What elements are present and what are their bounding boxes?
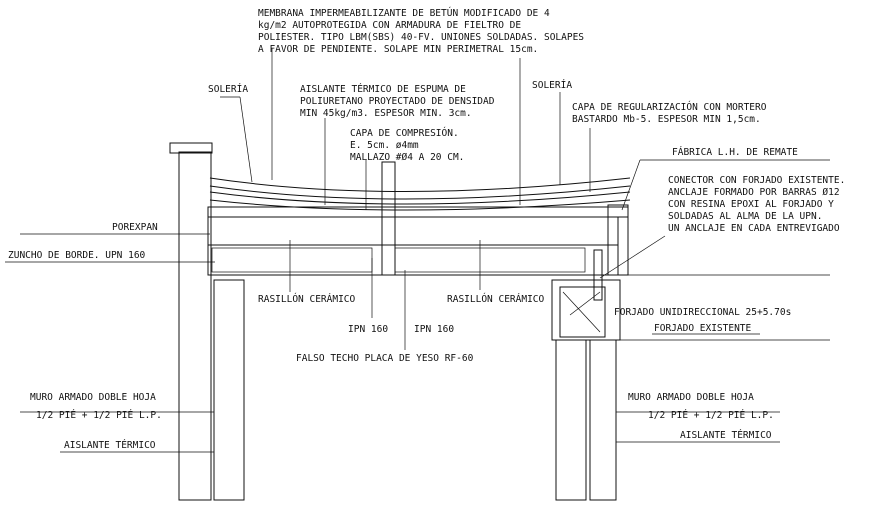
label-conector-5: UN ANCLAJE EN CADA ENTREVIGADO <box>668 223 840 234</box>
label-forjado-uni: FORJADO UNIDIRECCIONAL 25+5.70s <box>614 307 791 318</box>
label-ipn-right: IPN 160 <box>414 324 454 335</box>
label-membrana-2: kg/m2 AUTOPROTEGIDA CON ARMADURA DE FIEL… <box>258 20 521 31</box>
ipn-beam <box>381 161 396 276</box>
wall-leaf-inner <box>213 279 245 501</box>
label-capa-regularizacion-1: CAPA DE REGULARIZACIÓN CON MORTERO <box>572 101 767 113</box>
label-ipn-left: IPN 160 <box>348 324 388 335</box>
left-wall <box>169 142 245 501</box>
label-zuncho: ZUNCHO DE BORDE. UPN 160 <box>8 250 146 261</box>
label-muro-right-2: 1/2 PIÉ + 1/2 PIÉ L.P. <box>648 409 774 421</box>
label-muro-left-2: 1/2 PIÉ + 1/2 PIÉ L.P. <box>36 409 162 421</box>
label-capa-compresion-1: CAPA DE COMPRESIÓN. <box>350 127 459 139</box>
label-capa-compresion-2: E. 5cm. ø4mm <box>350 140 419 151</box>
wall-leaf-outer <box>178 151 212 501</box>
label-capa-compresion-3: MALLAZO #Ø4 A 20 CM. <box>350 152 464 163</box>
label-capa-regularizacion-2: BASTARDO Mb-5. ESPESOR MIN 1,5cm. <box>572 114 761 125</box>
label-membrana-3: POLIESTER. TIPO LBM(SBS) 40-FV. UNIONES … <box>258 32 584 43</box>
label-aislante-right: AISLANTE TÉRMICO <box>680 429 772 441</box>
forjado-ipn <box>207 244 619 276</box>
label-conector-3: CON RESINA EPOXI AL FORJADO Y <box>668 199 834 210</box>
label-aislante-espuma-3: MIN 45kg/m3. ESPESOR MIN. 3cm. <box>300 108 472 119</box>
rasillon-right <box>394 247 586 273</box>
label-porexpan: POREXPAN <box>112 222 158 233</box>
label-falso-techo: FALSO TECHO PLACA DE YESO RF-60 <box>296 353 474 364</box>
wall-cap <box>169 142 213 154</box>
label-conector-1: CONECTOR CON FORJADO EXISTENTE. <box>668 175 845 186</box>
forjado-existente-block <box>559 286 606 338</box>
soleria-top <box>209 177 631 192</box>
wall-leaf-left <box>555 339 587 501</box>
label-rasillon-left: RASILLÓN CERÁMICO <box>258 293 356 305</box>
label-aislante-espuma-1: AISLANTE TÉRMICO DE ESPUMA DE <box>300 83 466 95</box>
label-aislante-left: AISLANTE TÉRMICO <box>64 439 156 451</box>
label-aislante-espuma-2: POLIURETANO PROYECTADO DE DENSIDAD <box>300 96 495 107</box>
wall-leaf-right <box>589 339 617 501</box>
label-conector-4: SOLDADAS AL ALMA DE LA UPN. <box>668 211 822 222</box>
roof-layers <box>207 161 830 341</box>
label-membrana-1: MEMBRANA IMPERMEABILIZANTE DE BETÚN MODI… <box>258 7 550 19</box>
label-fabrica: FÁBRICA L.H. DE REMATE <box>672 146 798 158</box>
aislante-espuma <box>207 216 619 246</box>
label-soleria-left: SOLERÍA <box>208 83 248 95</box>
right-wall <box>551 279 621 501</box>
label-rasillon-right: RASILLÓN CERÁMICO <box>447 293 545 305</box>
rasillon-left <box>211 247 373 273</box>
capa-compresion <box>207 206 629 218</box>
leader-lines <box>5 48 830 453</box>
label-soleria-right: SOLERÍA <box>532 79 572 91</box>
label-conector-2: ANCLAJE FORMADO POR BARRAS Ø12 <box>668 187 840 198</box>
label-muro-right-1: MURO ARMADO DOBLE HOJA <box>628 392 754 403</box>
label-muro-left-1: MURO ARMADO DOBLE HOJA <box>30 392 156 403</box>
label-membrana-4: A FAVOR DE PENDIENTE. SOLAPE MIN PERIMET… <box>258 44 538 55</box>
label-forjado-existente: FORJADO EXISTENTE <box>654 323 752 334</box>
labels: MEMBRANA IMPERMEABILIZANTE DE BETÚN MODI… <box>8 7 845 451</box>
